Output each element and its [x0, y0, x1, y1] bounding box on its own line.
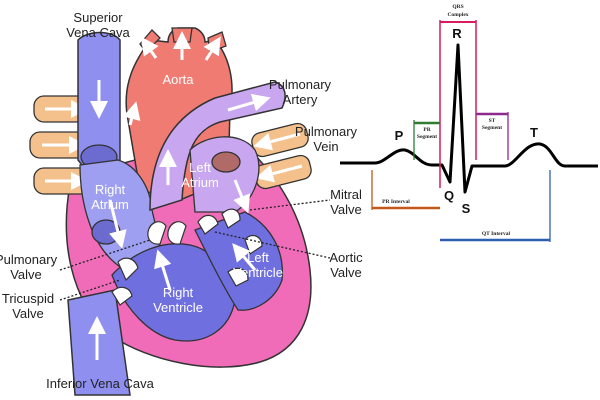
- p-wave-label: P: [395, 128, 404, 143]
- left-ventricle-label-line1: Left: [247, 250, 269, 265]
- tricuspid-valve-label-line1: Tricuspid: [2, 291, 54, 306]
- heart-diagram: Superior Vena Cava Aorta Pulmonary Arter…: [0, 10, 363, 396]
- r-wave-label: R: [452, 26, 462, 41]
- qrs-complex-marker: QRS Complex: [439, 4, 477, 188]
- t-wave-label: T: [530, 125, 538, 140]
- s-wave-label: S: [462, 201, 471, 216]
- superior-vena-cava-label-line2: Vena Cava: [66, 25, 130, 40]
- pulmonary-artery-label-line1: Pulmonary: [269, 77, 332, 92]
- vena-cava: [67, 31, 131, 396]
- pr-segment-label-line2: Segment: [417, 134, 437, 140]
- qrs-label-line1: QRS: [452, 4, 463, 10]
- q-wave-label: Q: [444, 188, 454, 203]
- qrs-label-line2: Complex: [447, 12, 468, 18]
- left-atrium-label-line1: Left: [189, 160, 211, 175]
- st-segment-label-line2: Segment: [482, 125, 502, 131]
- pr-interval-label: PR Interval: [382, 199, 410, 205]
- right-atrium-label-line2: Atrium: [91, 197, 129, 212]
- pulmonary-artery-label-line2: Artery: [283, 92, 318, 107]
- st-segment-marker: ST Segment: [476, 112, 509, 160]
- ecg-trace: [340, 43, 598, 194]
- left-ventricle-label-line2: Ventricle: [233, 265, 283, 280]
- aortic-valve-label-line2: Valve: [330, 265, 362, 280]
- tricuspid-valve-label-line2: Valve: [12, 306, 44, 321]
- right-ventricle-label-line1: Right: [163, 285, 194, 300]
- inferior-vena-cava-label: Inferior Vena Cava: [46, 376, 154, 391]
- pulmonary-vein-label-line2: Vein: [313, 139, 338, 154]
- right-atrium-label-line1: Right: [95, 182, 126, 197]
- mitral-valve-label-line1: Mitral: [330, 187, 362, 202]
- pulmonary-valve-label-line1: Pulmonary: [0, 252, 58, 267]
- pulmonary-veins-right: [251, 122, 312, 190]
- blood-flow-arrows: [108, 179, 257, 291]
- ecg-diagram: QRS Complex PR Segment ST Segment PR Int…: [340, 4, 598, 242]
- pulmonary-vein-label-line1: Pulmonary: [295, 124, 358, 139]
- aorta-label: Aorta: [162, 72, 194, 87]
- mitral-valve-label-line2: Valve: [330, 202, 362, 217]
- pr-segment-marker: PR Segment: [413, 120, 440, 160]
- superior-vena-cava-label-line1: Superior: [73, 10, 123, 25]
- pulmonary-valve-label-line2: Valve: [10, 267, 42, 282]
- st-segment-label-line1: ST: [489, 118, 496, 124]
- pr-interval-marker: PR Interval: [371, 170, 440, 210]
- leader-lines: [59, 199, 331, 301]
- qt-interval-label: QT Interval: [482, 231, 511, 237]
- pr-segment-label-line1: PR: [423, 127, 431, 133]
- right-ventricle-label-line2: Ventricle: [153, 300, 203, 315]
- qt-interval-marker: QT Interval: [440, 170, 551, 242]
- aortic-valve-label-line1: Aortic: [329, 250, 363, 265]
- left-atrium-label-line2: Atrium: [181, 175, 219, 190]
